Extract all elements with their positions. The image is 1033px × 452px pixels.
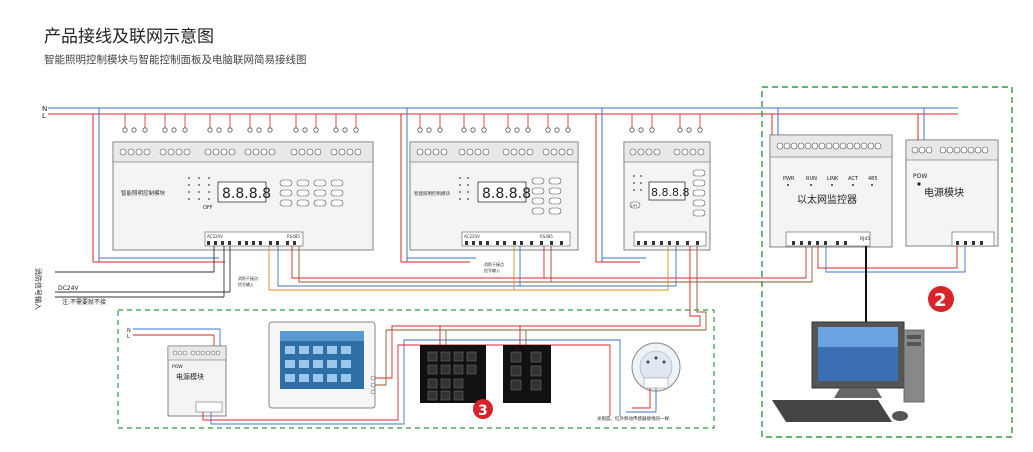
module-3-display-text: 8.8.8.8 [651, 186, 689, 199]
wire-note-1: 消防干接点 [238, 275, 258, 281]
l-line-label: L [42, 112, 46, 120]
marker-3-text: 3 [478, 403, 488, 419]
mains-drops [92, 108, 925, 263]
rj45-label: RJ45 [860, 236, 870, 242]
sensor-device [631, 342, 681, 392]
bottom-mains [133, 328, 221, 346]
module-1-off-label: OFF [203, 205, 213, 211]
module-2-display [477, 181, 527, 203]
ethernet-monitor-name: 以太网监控器 [797, 193, 857, 206]
module-2-display-text: 8.8.8.8 [482, 186, 531, 202]
touch-screen-panel [268, 321, 376, 409]
lighting-module-2: 智能照明控制模块 8.8.8.8 AC220V RS485 [409, 141, 579, 251]
fire-input-label: 消防信号输入 [34, 268, 43, 310]
sensor-wires [626, 388, 657, 413]
bottom-n-label: N [127, 328, 131, 334]
left-inputs [55, 246, 231, 298]
module-1-display [217, 181, 267, 203]
module-3-off-label: OFF [631, 204, 638, 208]
module-1-ac-label: AC220V [207, 234, 223, 239]
page-subtitle: 智能照明控制模块与智能控制面板及电脑联网简易接线图 [44, 54, 307, 66]
indicator-link: LINK [827, 176, 839, 182]
relay-group-2 [417, 127, 571, 133]
power-module-name: 电源模块 [924, 186, 964, 199]
mains-lines: N L [42, 105, 958, 120]
switch-panel-2 [503, 345, 551, 403]
relay-connectors [122, 127, 703, 133]
small-power-wires [202, 339, 621, 425]
power-module: POW 电源模块 [905, 139, 999, 247]
small-power-pow: POW [172, 364, 183, 370]
lighting-module-3: 8.8.8.8 OFF [623, 141, 711, 251]
rs485-bus [268, 246, 813, 320]
module-1-display-text: 8.8.8.8 [222, 186, 271, 202]
power-module-wires [817, 246, 966, 273]
relay-wires [124, 114, 701, 128]
relay-group-3 [629, 127, 703, 133]
small-power-module: POW 电源模块 [167, 345, 227, 417]
indicator-act: ACT [848, 176, 859, 182]
page-title: 产品接线及联网示意图 [44, 27, 214, 47]
network-section-box [761, 86, 1013, 438]
module-2-ac-label: AC220V [464, 234, 480, 239]
sensor-note: 光照度、红外移动传感器接线同一样 [597, 415, 669, 422]
small-power-name: 电源模块 [176, 372, 204, 381]
module-3-display [648, 181, 686, 201]
module-2-rs485-label: RS485 [540, 234, 553, 239]
indicator-run: RUN [806, 176, 817, 182]
module-1-name: 智能照明控制模块 [121, 189, 166, 197]
marker-2: 2 [928, 286, 954, 312]
wire-note-3: 消防干接点 [484, 261, 504, 267]
marker-2-text: 2 [934, 290, 947, 311]
indicator-pwr: PWR [783, 176, 795, 182]
power-module-pow: POW [913, 173, 927, 180]
module-2-name: 智能照明控制模块 [414, 190, 450, 197]
wire-note-2: 信号输入 [238, 281, 254, 287]
relay-group-1 [122, 127, 359, 133]
module-1-rs485-label: RS485 [287, 234, 300, 239]
ethernet-monitor: PWR RUN LINK ACT 485 以太网监控器 RJ45 [769, 134, 893, 248]
panel-bus [375, 320, 707, 386]
bottom-l-label: L [127, 334, 130, 340]
n-line-label: N [42, 105, 47, 113]
computer-icon [772, 321, 925, 422]
lighting-module-1: 智能照明控制模块 OFF 8.8.8.8 AC220V RS485 [112, 141, 374, 251]
note-label: 注:不需要就不接 [62, 298, 106, 306]
wire-note-4: 信号输入 [484, 267, 500, 273]
dc24v-label: DC24V [58, 285, 79, 292]
marker-3: 3 [473, 399, 493, 419]
panel-section-box [117, 309, 715, 429]
switch-panel-1 [420, 345, 486, 403]
indicator-485: 485 [868, 176, 878, 182]
